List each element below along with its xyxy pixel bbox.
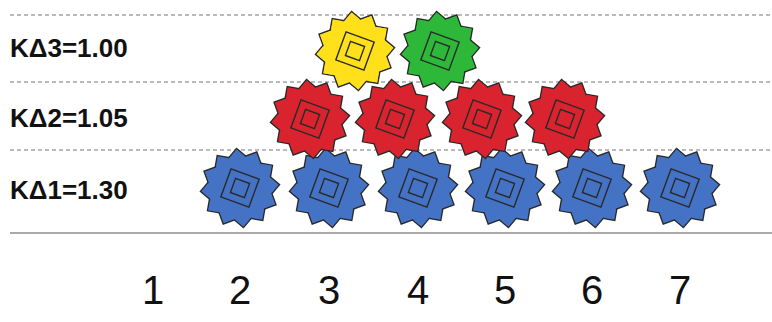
yellow-gear <box>315 11 394 90</box>
position-number: 7 <box>669 268 691 312</box>
factor-label: KΔ2=1.05 <box>10 104 128 133</box>
blue-gear <box>465 148 544 227</box>
green-gear <box>400 11 479 90</box>
gear-row-3 <box>315 11 479 90</box>
blue-gear <box>552 148 631 227</box>
position-number: 4 <box>407 268 429 312</box>
dashed-guide <box>10 15 772 16</box>
blue-gear <box>378 148 457 227</box>
red-gear <box>525 79 604 158</box>
blue-gear <box>640 148 719 227</box>
gear-row-1 <box>200 148 719 227</box>
position-number: 5 <box>494 268 516 312</box>
position-number: 2 <box>229 268 251 312</box>
gear-row-2 <box>270 79 604 158</box>
position-number: 6 <box>581 268 603 312</box>
base-line <box>10 232 772 233</box>
blue-gear <box>200 148 279 227</box>
red-gear <box>270 79 349 158</box>
red-gear <box>442 79 521 158</box>
factor-label: KΔ1=1.30 <box>10 176 128 205</box>
blue-gear <box>289 148 368 227</box>
factor-label: KΔ3=1.00 <box>10 34 128 63</box>
position-number: 1 <box>142 268 164 312</box>
position-number: 3 <box>318 268 340 312</box>
red-gear <box>355 79 434 158</box>
